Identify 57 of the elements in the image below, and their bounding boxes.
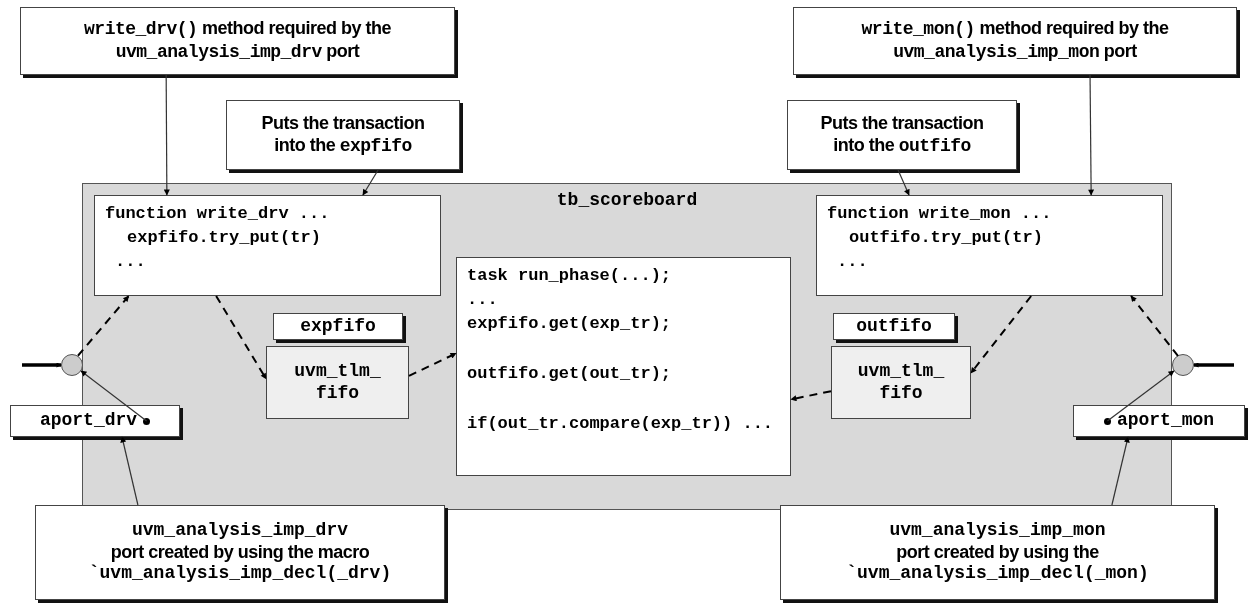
leader-arrow bbox=[362, 169, 379, 196]
dashed-arrow bbox=[215, 295, 267, 380]
dashed-arrow bbox=[790, 390, 832, 402]
code-line: function write_mon ... bbox=[827, 203, 1052, 225]
code-box bbox=[456, 257, 791, 476]
port-name: aport_mon bbox=[1116, 410, 1215, 432]
callout-box bbox=[20, 7, 455, 75]
fifo-name: outfifo bbox=[856, 315, 932, 338]
fifo-box bbox=[266, 346, 409, 419]
dashed-arrow bbox=[970, 295, 1033, 374]
leader-arrow bbox=[163, 74, 170, 196]
callout-text: Puts the transaction into the expfifo bbox=[260, 112, 426, 158]
code-line: outfifo.get(out_tr); bbox=[467, 363, 672, 385]
code-line: task run_phase(...); bbox=[467, 265, 672, 287]
code-line: ... bbox=[115, 251, 146, 273]
leader-arrow bbox=[1106, 370, 1175, 422]
code-box bbox=[94, 195, 441, 296]
leader-arrow bbox=[80, 370, 148, 422]
callout-box bbox=[787, 100, 1017, 170]
callout-box bbox=[780, 505, 1215, 600]
leader-arrow bbox=[120, 436, 139, 506]
code-line: if(out_tr.compare(exp_tr)) ... bbox=[467, 413, 774, 435]
code-line: outfifo.try_put(tr) bbox=[849, 227, 1043, 249]
code-line: expfifo.try_put(tr) bbox=[127, 227, 321, 249]
fifo-label: uvm_tlm_ fifo bbox=[856, 360, 946, 405]
dashed-arrow bbox=[408, 352, 457, 377]
code-line: ... bbox=[837, 251, 868, 273]
callout-box bbox=[793, 7, 1237, 75]
port-name: aport_drv bbox=[39, 410, 138, 432]
fifo-name: expfifo bbox=[300, 315, 376, 338]
port-circle bbox=[61, 354, 83, 376]
port-label-box bbox=[10, 405, 180, 437]
code-line: function write_drv ... bbox=[105, 203, 330, 225]
port-circle bbox=[1172, 354, 1194, 376]
input-arrow bbox=[22, 362, 62, 368]
fifo-name-tag bbox=[833, 313, 955, 340]
callout-box bbox=[35, 505, 445, 600]
leader-arrow bbox=[1111, 436, 1130, 506]
fifo-name-tag bbox=[273, 313, 403, 340]
callout-text: write_drv() method required by the uvm_analysis_imp_drv port bbox=[83, 18, 392, 64]
code-box bbox=[816, 195, 1163, 296]
leader-arrow bbox=[897, 169, 910, 196]
callout-text: write_mon() method required by the uvm_analysis_imp_mon port bbox=[860, 18, 1170, 64]
callout-text: uvm_analysis_imp_drv port created by using the macro `uvm_analysis_imp_decl(_drv) bbox=[88, 520, 392, 585]
fifo-label: uvm_tlm_ fifo bbox=[293, 360, 382, 405]
leader-arrow bbox=[1088, 74, 1095, 196]
code-line: expfifo.get(exp_tr); bbox=[467, 313, 672, 335]
callout-text: Puts the transaction into the outfifo bbox=[819, 112, 985, 158]
fifo-box bbox=[831, 346, 971, 419]
dashed-arrow bbox=[1130, 295, 1179, 357]
callout-text: uvm_analysis_imp_mon port created by using the `uvm_analysis_imp_decl(_mon) bbox=[846, 520, 1149, 585]
port-label-box bbox=[1073, 405, 1245, 437]
panel-title: tb_scoreboard bbox=[555, 190, 699, 210]
dashed-arrow bbox=[76, 295, 130, 357]
input-arrow bbox=[1193, 362, 1234, 368]
code-line: ... bbox=[467, 289, 498, 311]
callout-box bbox=[226, 100, 460, 170]
